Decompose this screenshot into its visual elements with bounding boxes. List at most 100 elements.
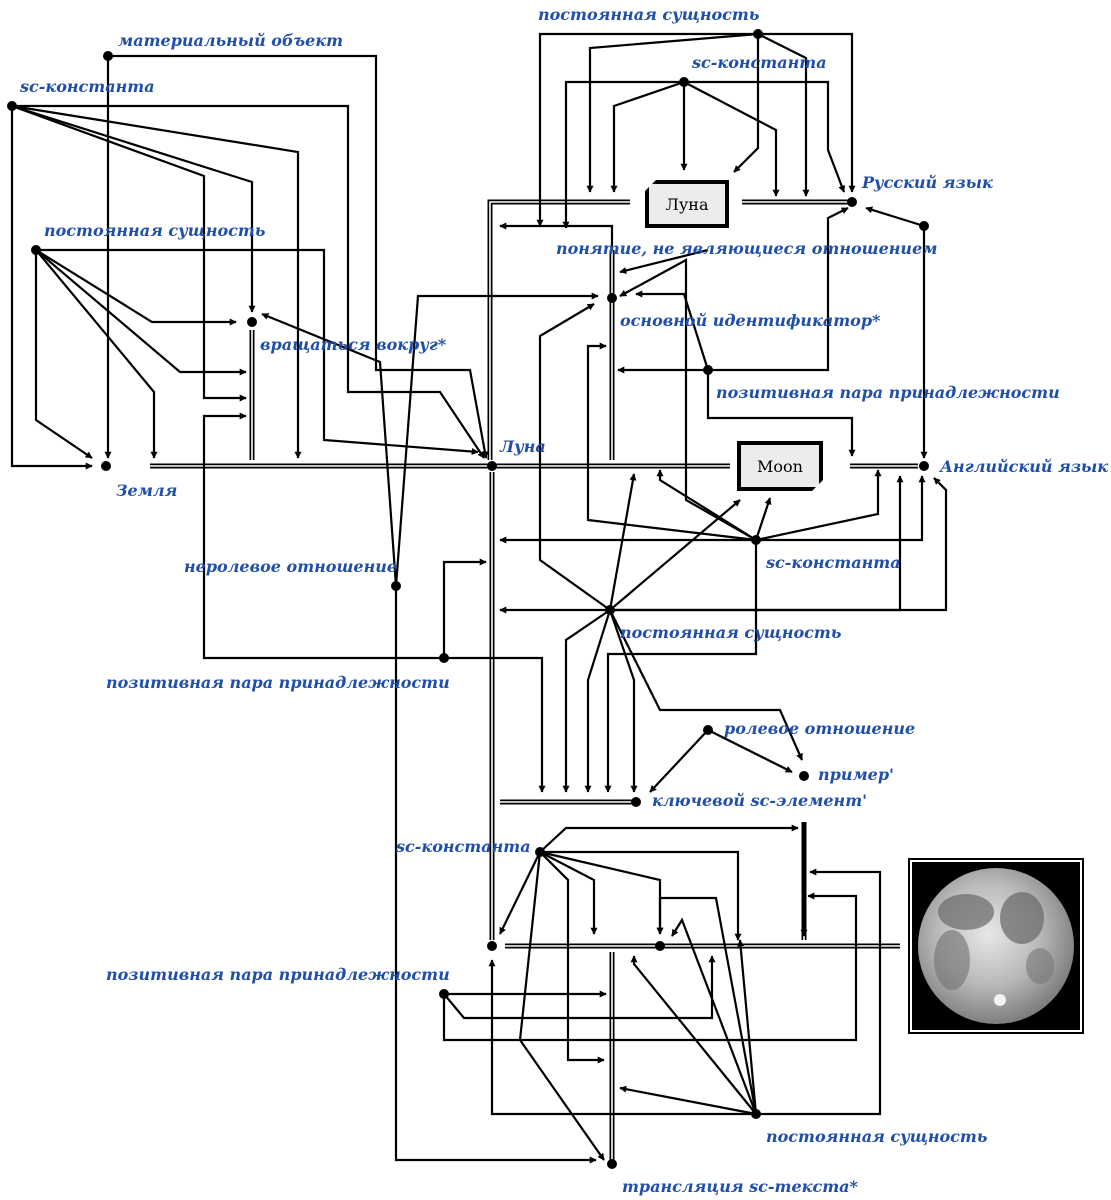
edge (756, 475, 926, 542)
edge (649, 729, 709, 793)
label-sc-const-top: sc-константа (691, 53, 827, 72)
label-poz-para-mid: позитивная пара принадлежности (106, 673, 450, 692)
edge (609, 499, 741, 611)
edge (11, 104, 256, 313)
edge (707, 729, 793, 773)
edge (536, 32, 758, 227)
moon-box: Moon (737, 441, 823, 491)
edges (10, 32, 948, 1164)
node-vrash (247, 317, 257, 327)
label-post-left: постоянная сущность (44, 221, 265, 240)
edge (10, 106, 93, 470)
luna-box: Луна (645, 180, 729, 228)
node-bottom-left (487, 941, 497, 951)
label-klyuch: ключевой sc-элемент' (652, 791, 867, 810)
edge (36, 248, 479, 455)
label-nerol: неролевое отношение (184, 557, 397, 576)
label-zemlya: Земля (116, 481, 177, 500)
edge (737, 939, 758, 1115)
edge (442, 892, 858, 1042)
node-osn-id (607, 293, 617, 303)
node-post-mid (605, 605, 615, 615)
edge (619, 258, 757, 541)
edge (499, 851, 541, 935)
edge (35, 249, 158, 459)
label-sc-const-mid: sc-константа (765, 553, 901, 572)
edge (442, 558, 487, 658)
node-translyaciya (607, 1159, 617, 1169)
edge (635, 290, 710, 371)
label-translyaciya: трансляция sc-текста* (622, 1177, 858, 1196)
edge (610, 477, 948, 612)
edge (540, 850, 742, 941)
edge (35, 249, 247, 376)
edge (684, 80, 846, 193)
node-sc-const-mid (751, 535, 761, 545)
label-osn-id: основной идентификатор* (620, 311, 881, 330)
edge (586, 32, 759, 193)
node-klyuch (631, 797, 641, 807)
edge (202, 412, 444, 660)
node-rus-yaz (847, 197, 857, 207)
edge (671, 917, 758, 1115)
node-post-top (753, 29, 763, 39)
edge (865, 206, 925, 228)
edge (610, 80, 685, 193)
edge (539, 851, 605, 1064)
label-sc-const-left: sc-константа (19, 77, 155, 96)
edge (539, 850, 664, 935)
edge (656, 896, 758, 1115)
edge (608, 473, 637, 611)
node-sc-const-left (7, 101, 17, 111)
node-bottom-mid (655, 941, 665, 951)
edge (708, 207, 849, 372)
label-sc-const-bottom: sc-константа (395, 837, 531, 856)
edge (609, 609, 804, 761)
node-sc-const-bottom (535, 847, 545, 857)
edge (538, 303, 611, 611)
node-rolevoe (703, 725, 713, 735)
edge (443, 955, 716, 1020)
edge (108, 54, 489, 459)
node-post-left (31, 245, 41, 255)
edge (608, 609, 638, 793)
label-post-mid: постоянная сущность (620, 623, 841, 642)
label-rolevoe: ролевое отношение (724, 719, 915, 738)
luna-box-label: Луна (666, 195, 709, 214)
label-post-bottom: постоянная сущность (766, 1127, 987, 1146)
edge (656, 469, 757, 541)
node-luna-center (487, 461, 497, 471)
edge (261, 312, 398, 587)
edge (754, 497, 772, 541)
edge (619, 1085, 757, 1116)
moon-box-label: Moon (757, 457, 803, 476)
labels: материальный объект sc-константа постоян… (19, 5, 1108, 1196)
node-poz-para-right (703, 365, 713, 375)
label-angl-yaz: Английский язык (939, 457, 1108, 476)
node-poz-para-bottom (439, 989, 449, 999)
node-nerol (391, 581, 401, 591)
edge (706, 370, 856, 457)
edge (394, 586, 597, 1164)
edge (12, 104, 485, 459)
edge (539, 851, 598, 935)
edge (34, 250, 93, 459)
label-vrash: вращаться вокруг* (260, 335, 447, 354)
label-ponyatie: понятие, не являющиеся отношением (556, 239, 937, 258)
edge (619, 248, 709, 274)
edge (733, 34, 760, 173)
full-moon-photo (908, 858, 1084, 1034)
node-poz-para-mid (439, 653, 449, 663)
edge (539, 824, 799, 853)
label-poz-para-bottom: позитивная пара принадлежности (106, 965, 450, 984)
edge (444, 656, 546, 793)
node-sc-const-top (679, 77, 689, 87)
label-post-top: постоянная сущность (538, 5, 759, 24)
edge (488, 959, 756, 1116)
edge (586, 342, 757, 542)
label-mat-obj: материальный объект (118, 31, 343, 50)
edge (755, 469, 882, 542)
edge (499, 222, 614, 250)
edge (562, 80, 684, 229)
label-luna-center: Луна (499, 437, 546, 456)
